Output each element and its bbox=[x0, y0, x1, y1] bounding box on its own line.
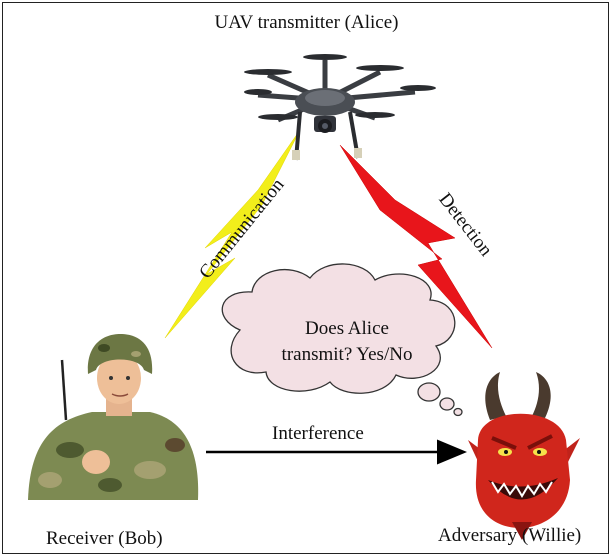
devil-adversary-icon bbox=[468, 372, 580, 540]
soldier-avatar-icon bbox=[28, 334, 199, 500]
communication-bolt bbox=[164, 129, 301, 339]
detection-bolt bbox=[339, 144, 493, 349]
thought-bubble-text: Does Alice transmit? Yes/No bbox=[262, 316, 432, 368]
interference-label: Interference bbox=[272, 423, 364, 444]
diagram-frame bbox=[2, 2, 609, 554]
uav-drone-icon bbox=[244, 54, 436, 161]
thought-line-2: transmit? Yes/No bbox=[281, 344, 413, 365]
uav-transmitter-label: UAV transmitter (Alice) bbox=[214, 12, 399, 33]
thought-line-1: Does Alice bbox=[305, 318, 389, 339]
receiver-label: Receiver (Bob) bbox=[46, 528, 163, 549]
adversary-label: Adversary (Willie) bbox=[438, 525, 582, 546]
thought-bubble bbox=[221, 263, 463, 417]
